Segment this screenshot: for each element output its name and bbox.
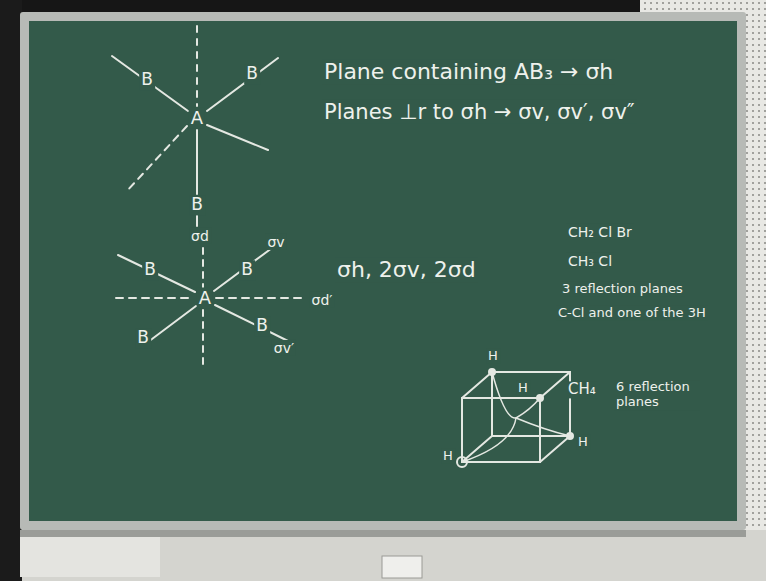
bond-line	[112, 56, 188, 111]
chalk-label: B	[239, 260, 255, 280]
axis-line	[196, 26, 198, 106]
chalk-label: C-Cl and one of the 3H	[556, 306, 708, 321]
left-shadow	[0, 0, 22, 581]
chalk-label: σd	[189, 228, 211, 244]
chalk-label: CH₃ Cl	[566, 253, 614, 269]
bond-line	[207, 58, 278, 111]
chalk-label: H	[486, 349, 500, 364]
chalk-label: B	[254, 316, 270, 336]
chalk-label: σv	[265, 234, 286, 250]
atom-dot	[567, 433, 573, 439]
wall-outlet	[382, 556, 422, 578]
atom-dot	[537, 395, 543, 401]
chalk-label: H	[516, 381, 530, 396]
chalk-label: B	[135, 328, 151, 348]
cube-edge	[462, 372, 492, 398]
board-surface	[29, 21, 737, 521]
chalk-label: σv′	[272, 340, 296, 356]
bond-line	[148, 306, 196, 342]
chalk-label: CH₂ Cl Br	[566, 224, 634, 240]
chalk-label: B	[244, 64, 260, 84]
chalk-label: CH₄	[566, 381, 598, 398]
chalk-drawing	[112, 26, 573, 467]
mirror-plane-line	[202, 248, 204, 287]
tetrahedral-bond	[462, 418, 516, 462]
chalk-label: H	[441, 449, 455, 464]
atom-circle	[457, 457, 467, 467]
chalk-tray	[20, 530, 746, 537]
mirror-plane-line	[216, 297, 302, 299]
chalk-label: H	[576, 435, 590, 450]
bond-line	[207, 125, 268, 150]
chalk-label: A	[189, 108, 205, 129]
chalk-label: 3 reflection planes	[560, 282, 685, 297]
mirror-plane-line	[202, 310, 204, 368]
chalk-label: B	[139, 70, 155, 90]
chalk-label: A	[197, 288, 213, 309]
chalk-label: Planes ⊥r to σh → σv, σv′, σv″	[322, 100, 637, 124]
mirror-plane-line	[116, 297, 193, 299]
axis-line	[196, 216, 198, 226]
cube-back	[492, 372, 570, 436]
atom-dot	[489, 369, 495, 375]
bond-line	[196, 130, 198, 194]
chalk-label: Plane containing AB₃ → σh	[322, 59, 615, 84]
chalk-label: B	[189, 195, 205, 215]
bond-line	[214, 248, 272, 291]
chalk-label: B	[142, 260, 158, 280]
chalk-label: σh, 2σv, 2σd	[335, 257, 478, 282]
cube-edge	[540, 436, 570, 462]
bond-line	[215, 305, 290, 342]
tetrahedral-bond	[492, 372, 540, 418]
cube-front	[462, 398, 540, 462]
tetrahedral-bond	[516, 418, 570, 436]
desk-edge	[20, 537, 160, 577]
board-frame	[20, 12, 746, 530]
bond-line	[118, 255, 195, 292]
chalk-label: 6 reflection planes	[614, 380, 700, 410]
dashed-bond	[126, 126, 187, 192]
chalk-label: σd′	[310, 292, 335, 308]
